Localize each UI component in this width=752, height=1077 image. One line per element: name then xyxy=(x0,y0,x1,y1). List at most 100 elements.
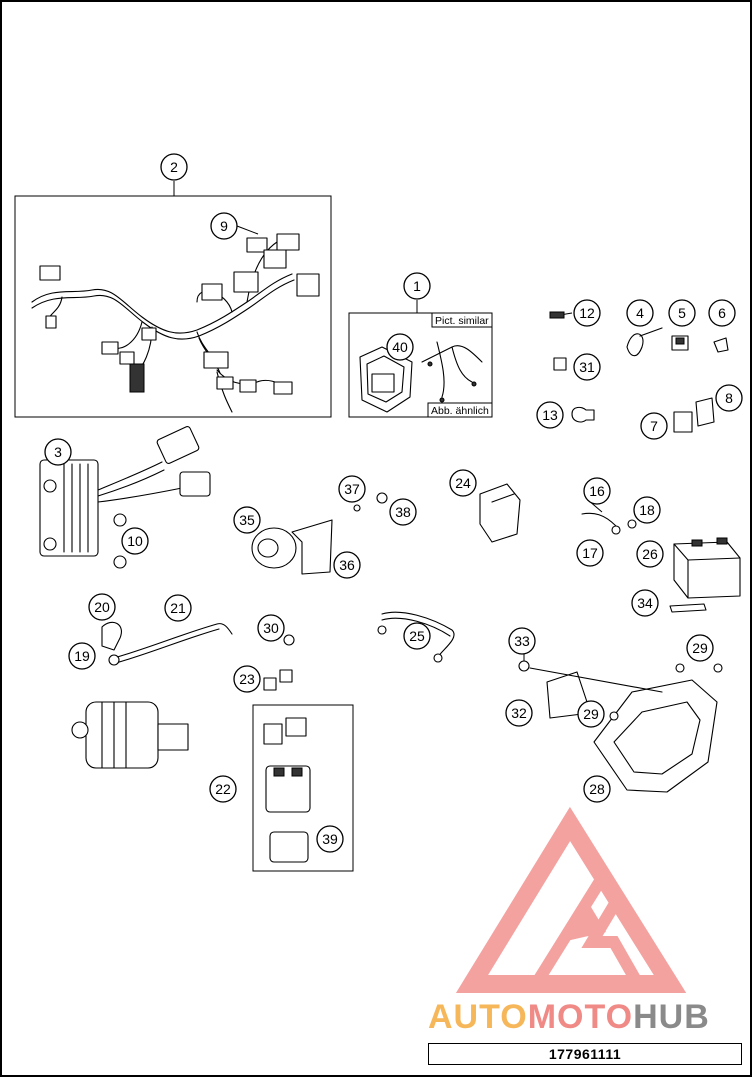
callout-37: 37 xyxy=(338,475,366,503)
ground-cable-part xyxy=(581,512,637,535)
callout-21: 21 xyxy=(164,594,192,622)
callout-26: 26 xyxy=(636,540,664,568)
svg-text:17: 17 xyxy=(582,545,598,561)
svg-text:18: 18 xyxy=(639,502,655,518)
callout-12: 12 xyxy=(573,299,601,327)
svg-text:38: 38 xyxy=(395,504,411,520)
svg-text:4: 4 xyxy=(636,305,644,321)
callout-30: 30 xyxy=(257,614,285,642)
callout-20: 20 xyxy=(88,593,116,621)
callout-6: 6 xyxy=(708,299,736,327)
watermark-hub: HUB xyxy=(633,998,710,1036)
callout-7: 7 xyxy=(640,412,668,440)
callout-28: 28 xyxy=(583,775,611,803)
svg-text:31: 31 xyxy=(579,359,595,375)
svg-text:10: 10 xyxy=(127,533,143,549)
watermark-text: AUTOMOTOHUB xyxy=(428,998,710,1036)
svg-text:29: 29 xyxy=(583,706,599,722)
svg-text:34: 34 xyxy=(637,595,653,611)
callout-5: 5 xyxy=(668,299,696,327)
leader-lines xyxy=(173,181,603,664)
svg-text:37: 37 xyxy=(344,481,360,497)
starter-cable-part xyxy=(101,621,233,666)
svg-text:25: 25 xyxy=(409,628,425,644)
watermark-auto: AUTO xyxy=(428,998,528,1036)
battery-part xyxy=(673,537,741,599)
battery-holder-part xyxy=(518,660,723,793)
screw-10-part xyxy=(113,513,127,569)
callout-17: 17 xyxy=(576,539,604,567)
svg-text:32: 32 xyxy=(511,705,527,721)
starter-relay-box xyxy=(252,704,354,872)
svg-text:35: 35 xyxy=(239,512,255,528)
svg-text:30: 30 xyxy=(263,620,279,636)
battery-pad-part xyxy=(669,603,707,613)
relay-cover-part xyxy=(479,483,521,543)
svg-text:16: 16 xyxy=(589,483,605,499)
svg-text:33: 33 xyxy=(514,633,530,649)
fuse-part xyxy=(263,634,295,691)
callout-32: 32 xyxy=(505,699,533,727)
svg-text:2: 2 xyxy=(170,159,178,175)
callout-22: 22 xyxy=(209,775,237,803)
pict-similar-note-box xyxy=(431,312,493,328)
svg-text:7: 7 xyxy=(650,418,658,434)
callout-39: 39 xyxy=(316,825,344,853)
callout-33: 33 xyxy=(508,627,536,655)
callout-25: 25 xyxy=(403,622,431,650)
battery-cable-part xyxy=(377,611,455,663)
svg-text:1: 1 xyxy=(413,278,421,294)
small-connectors-part xyxy=(549,311,729,433)
svg-text:40: 40 xyxy=(392,339,408,355)
svg-text:3: 3 xyxy=(54,444,62,460)
callout-29-top: 29 xyxy=(686,634,714,662)
callout-18: 18 xyxy=(633,496,661,524)
abb-aehnlich-note: Abb. ähnlich xyxy=(431,405,489,417)
wiring-harness-box xyxy=(14,195,332,418)
svg-text:36: 36 xyxy=(339,557,355,573)
callout-2: 2 xyxy=(160,153,188,181)
svg-text:28: 28 xyxy=(589,781,605,797)
watermark-moto: MOTO xyxy=(528,998,633,1036)
pict-similar-note: Pict. similar xyxy=(435,315,489,327)
svg-text:26: 26 xyxy=(642,546,658,562)
wiring-harness-part xyxy=(31,233,320,413)
callout-4: 4 xyxy=(626,299,654,327)
callout-3: 3 xyxy=(44,438,72,466)
svg-text:24: 24 xyxy=(455,475,471,491)
svg-text:5: 5 xyxy=(678,305,686,321)
regulator-part xyxy=(39,426,211,557)
svg-text:39: 39 xyxy=(322,831,338,847)
callout-9: 9 xyxy=(210,212,238,240)
svg-text:12: 12 xyxy=(579,305,595,321)
callout-19: 19 xyxy=(68,642,96,670)
callout-10: 10 xyxy=(121,527,149,555)
svg-text:9: 9 xyxy=(220,218,228,234)
svg-text:29: 29 xyxy=(692,640,708,656)
callout-34: 34 xyxy=(631,589,659,617)
callout-36: 36 xyxy=(333,551,361,579)
callout-40: 40 xyxy=(386,333,414,361)
callout-16: 16 xyxy=(583,477,611,505)
callout-23: 23 xyxy=(233,665,261,693)
svg-text:13: 13 xyxy=(542,407,558,423)
svg-text:22: 22 xyxy=(215,781,231,797)
horn-part xyxy=(251,492,388,575)
watermark-logo xyxy=(455,806,687,993)
callout-1: 1 xyxy=(403,272,431,300)
svg-text:20: 20 xyxy=(94,599,110,615)
harness-kit-part xyxy=(359,341,483,413)
abb-aehnlich-note-box xyxy=(427,402,493,418)
svg-text:19: 19 xyxy=(74,648,90,664)
callout-31: 31 xyxy=(573,353,601,381)
harness-kit-box xyxy=(348,312,493,418)
starter-motor-part xyxy=(71,701,189,769)
callout-8: 8 xyxy=(715,384,743,412)
svg-text:8: 8 xyxy=(725,390,733,406)
svg-text:6: 6 xyxy=(718,305,726,321)
callout-24: 24 xyxy=(449,469,477,497)
callout-38: 38 xyxy=(389,498,417,526)
reference-number: 177961111 xyxy=(428,1043,742,1065)
